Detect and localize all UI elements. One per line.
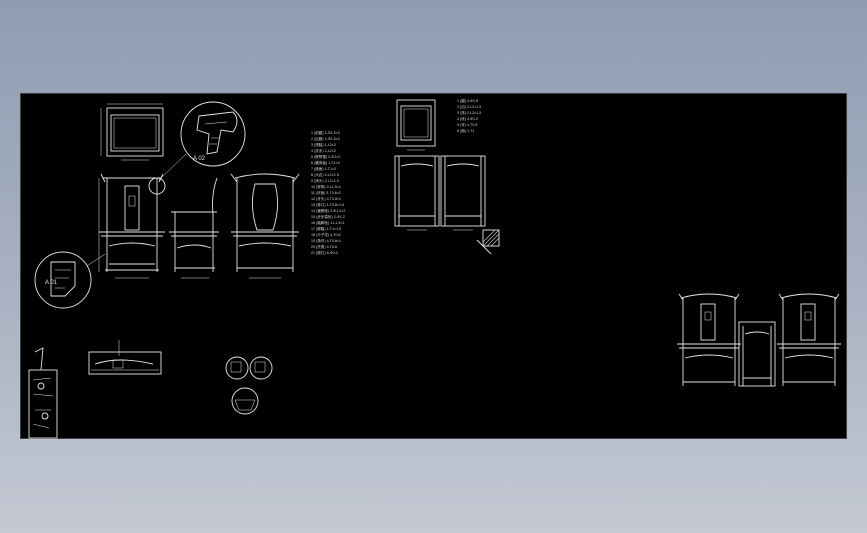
parts-list-line: 6 (靠背板) 1-T1×4: [311, 160, 340, 165]
parts-list-line: 4 (扶手) 2-L2×2: [311, 148, 336, 153]
assembly-table-side: [738, 321, 776, 387]
parts-list-line: 20 (托角) 4-T0.6: [311, 244, 337, 249]
parts-list-text-secondary: 1 (腿) 4-Φ1.52 (边) 2-L2×1.53 (抹) 2-L2×1.5…: [457, 98, 481, 133]
seat-plan-view: [100, 103, 164, 161]
parts-list-line: 8 (大边) 2-L2×1.5: [311, 172, 339, 177]
chair-cad-drawing: A 02: [28, 98, 841, 439]
chair-side-elevation: [169, 177, 219, 279]
leg-section-detail: [28, 347, 58, 439]
chair-back-elevation: [230, 173, 300, 279]
parts-list-line: 3 (搭脑) 1-L3×2: [311, 142, 336, 147]
parts-list-line: 16 (踏脚枨) 1-L1.5×1: [311, 220, 344, 225]
parts-list-line: 15 (步步高枨) 2-Φ1.2: [311, 214, 345, 219]
parts-list-line: 19 (角牙) 4-T0.6×1: [311, 238, 341, 243]
table-side-elevation: [440, 155, 486, 231]
detail-callout-a01: A 01: [34, 251, 106, 309]
parts-list-line: 18 (卡子花) 4-T0.6: [311, 232, 341, 237]
table-front-elevation: [394, 155, 440, 231]
rail-joint-detail: [88, 340, 162, 375]
parts-list-line: 11 (牙板) 3-T0.8×2: [311, 190, 341, 195]
parts-list-line: 1 (腿) 4-Φ1.5: [457, 98, 478, 103]
parts-list-line: 2 (边) 2-L2×1.5: [457, 104, 481, 109]
table-plan-view: [396, 99, 436, 151]
parts-list-line: 6 (面) 1-T1: [457, 128, 474, 133]
parts-list-line: 4 (枨) 4-Φ1.2: [457, 116, 478, 121]
parts-list-line: 14 (管脚枨) 2-Φ1.2×2: [311, 208, 345, 213]
parts-list-line: 2 (后腿) 2-Φ1.5×2: [311, 136, 340, 141]
small-detail-circles: [225, 356, 273, 415]
parts-list-line: 13 (券口) 1-T0.8×1.5: [311, 202, 344, 207]
parts-list-line: 5 (联帮棍) 2-Φ1×2: [311, 154, 340, 159]
assembly-chair-back: [777, 293, 841, 386]
parts-list-line: 9 (抹头) 2-L2×1.5: [311, 178, 339, 183]
parts-list-line: 12 (牙头) 4-T0.8×1: [311, 196, 341, 201]
detail-label-a01: A 01: [45, 280, 58, 286]
detail-callout-a02: A 02: [158, 101, 246, 181]
parts-list-line: 3 (抹) 2-L2×1.5: [457, 110, 481, 115]
parts-list-line: 21 (楔钉) 8-Φ0.5: [311, 250, 338, 255]
parts-list-line: 5 (牙) 4-T0.8: [457, 123, 477, 127]
detail-label-a02: A 02: [193, 156, 206, 162]
cad-drawing-viewport[interactable]: A 02: [20, 93, 847, 439]
chair-front-elevation: [98, 173, 166, 279]
parts-list-line: 1 (前腿) 2-Φ1.5×2: [311, 130, 340, 135]
parts-list-line: 10 (穿带) 2-L1.5×1: [311, 184, 341, 189]
parts-list-line: 7 (座面) 1-T1×2: [311, 166, 336, 171]
parts-list-text: 1 (前腿) 2-Φ1.5×22 (后腿) 2-Φ1.5×23 (搭脑) 1-L…: [311, 130, 345, 255]
parts-list-line: 17 (脚踏) 1-T1×1.5: [311, 226, 341, 231]
joint-section-detail: [476, 229, 500, 255]
assembly-chair-front: [677, 293, 741, 386]
